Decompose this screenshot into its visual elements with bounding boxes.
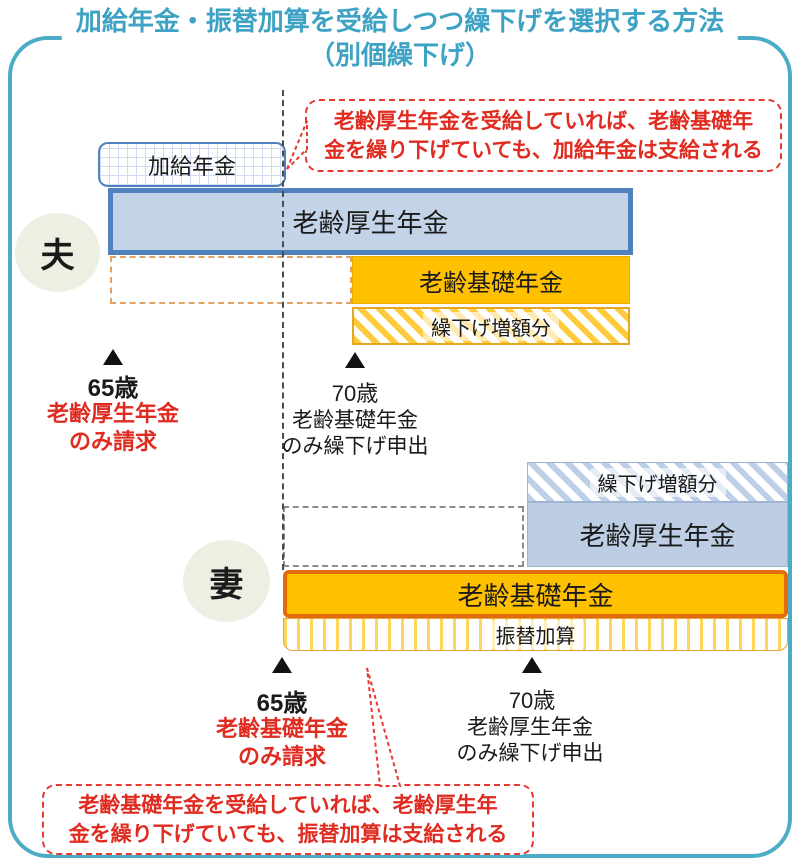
husband-age65-triangle-icon: [103, 349, 123, 365]
husband-deferral-increase-bar: 繰下げ増額分: [352, 307, 630, 345]
husband-kiso-label: 老齢基礎年金: [419, 269, 563, 297]
husband-age70-label: 70歳: [331, 381, 379, 406]
page-title-line1: 加給年金・振替加算を受給しつつ繰下げを選択する方法: [75, 6, 725, 36]
page-title-line2: （別個繰下げ）: [308, 40, 492, 70]
page-title: 加給年金・振替加算を受給しつつ繰下げを選択する方法 （別個繰下げ）: [61, 4, 739, 72]
wife-age65-triangle-icon: [272, 657, 292, 673]
callout-bottom: 老齢基礎年金を受給していれば、老齢厚生年 金を繰り下げていても、振替加算は支給さ…: [42, 784, 534, 855]
husband-deferred-kiso-placeholder: [110, 256, 352, 304]
wife-kosei-nenkin-bar: 老齢厚生年金: [527, 502, 788, 567]
callout-bottom-line2: 金を繰り下げていても、振替加算は支給される: [68, 822, 508, 846]
wife-furikae-label: 振替加算: [487, 620, 584, 649]
husband-kiso-nenkin-bar: 老齢基礎年金: [352, 256, 630, 304]
wife-kiso-label: 老齢基礎年金: [457, 580, 614, 611]
callout-bottom-line1: 老齢基礎年金を受給していれば、老齢厚生年: [78, 793, 498, 817]
callout-top-line2: 金を繰り下げていても、加給年金は支給される: [324, 138, 763, 162]
wife-kosei-label: 老齢厚生年金: [579, 521, 736, 551]
wife-deferred-kosei-placeholder: [283, 506, 524, 567]
husband-age65-label: 65歳: [87, 375, 139, 402]
wife-age70-note-line1: 老齢厚生年金: [467, 716, 593, 739]
wife-zougaku-label: 繰下げ増額分: [589, 467, 726, 497]
wife-age70-triangle-icon: [522, 657, 542, 673]
husband-kosei-nenkin-bar: 老齢厚生年金: [108, 188, 633, 255]
husband-kakyu-label: 加給年金: [147, 153, 236, 179]
wife-age70-note-line2: のみ繰下げ申出: [456, 742, 604, 765]
wife-circle: 妻: [183, 540, 270, 622]
husband-kosei-label: 老齢厚生年金: [292, 208, 449, 238]
husband-age70-triangle-icon: [345, 352, 365, 368]
wife-age65-label: 65歳: [256, 690, 308, 717]
husband-kakyu-nenkin-bar: 加給年金: [98, 142, 286, 187]
husband-age65-note-line1: 老齢厚生年金: [46, 401, 179, 426]
wife-label: 妻: [209, 565, 244, 604]
wife-deferral-increase-bar: 繰下げ増額分: [527, 462, 788, 502]
husband-age70-note-line1: 老齢基礎年金: [292, 409, 418, 432]
wife-age65-note-line2: のみ請求: [237, 744, 326, 769]
husband-zougaku-label: 繰下げ増額分: [423, 311, 559, 341]
wife-kiso-nenkin-bar: 老齢基礎年金: [283, 570, 788, 618]
wife-age70-label: 70歳: [508, 688, 556, 713]
husband-age65-note-line2: のみ請求: [68, 429, 157, 454]
husband-age70-note-line2: のみ繰下げ申出: [281, 435, 429, 458]
husband-label: 夫: [40, 237, 75, 275]
husband-circle: 夫: [15, 213, 100, 292]
age-65-dashed-timeline: [282, 90, 284, 570]
wife-furikae-kasan-bar: 振替加算: [283, 618, 788, 651]
wife-age65-note-line1: 老齢基礎年金: [215, 716, 348, 741]
callout-top: 老齢厚生年金を受給していれば、老齢基礎年 金を繰り下げていても、加給年金は支給さ…: [305, 99, 782, 172]
callout-top-line1: 老齢厚生年金を受給していれば、老齢基礎年: [333, 109, 754, 133]
